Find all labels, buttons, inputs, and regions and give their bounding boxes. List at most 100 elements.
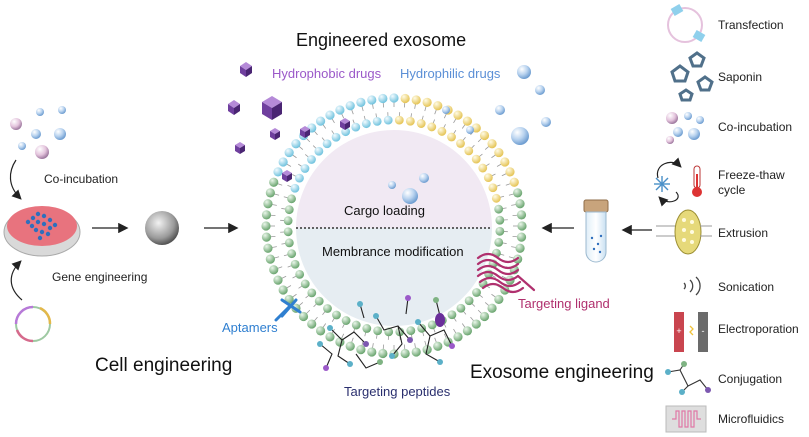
lipid-head-outer <box>400 93 410 104</box>
lipid-head-outer <box>315 116 326 126</box>
lipid-head-outer <box>265 254 275 264</box>
lipid-head-outer <box>516 232 527 242</box>
exosome-particle-icon <box>145 211 179 245</box>
lipid-head-inner <box>427 320 437 330</box>
lipid-head-inner <box>295 173 304 183</box>
lipid-head-outer <box>487 303 497 313</box>
lipid-head-inner <box>464 296 474 306</box>
lipid-head-outer <box>433 101 443 111</box>
lipid-head-outer <box>462 116 473 126</box>
lipid-head-inner <box>362 324 372 333</box>
lipid-head-outer <box>378 93 388 104</box>
lipid-head-outer <box>367 347 377 357</box>
lipid-bilayer <box>261 93 527 359</box>
hydrophobic-drug-cubes <box>228 62 350 182</box>
method-label-microfluidics: Microfluidics <box>718 412 785 426</box>
arrow-plasmid-to-dish <box>10 260 23 301</box>
lipid-head-inner <box>307 155 316 164</box>
lipid-head-outer <box>269 265 279 275</box>
lipid-head-outer <box>263 243 273 253</box>
lipid-head-outer <box>494 294 504 305</box>
lipid-head-inner <box>341 127 351 137</box>
lipid-head-inner <box>307 288 317 298</box>
lipid-head-outer <box>325 332 335 342</box>
lipid-head-outer <box>479 130 490 141</box>
lipid-head-outer <box>263 199 273 209</box>
lipid-head-inner <box>287 194 296 204</box>
lipid-head-inner <box>488 183 498 193</box>
targeting-ligand-protein <box>476 252 536 294</box>
arrow-co-incubation-to-dish <box>9 159 22 200</box>
lipid-head-outer <box>462 326 473 336</box>
lipid-head-outer <box>471 319 481 329</box>
targeting-peptides-label: Targeting peptides <box>344 384 451 399</box>
lipid-head-inner <box>478 163 488 173</box>
lipid-head-inner <box>383 115 393 125</box>
conjugation-icon <box>665 361 711 395</box>
microfluidics-icon <box>665 405 707 433</box>
sound-icon <box>683 276 701 296</box>
method-label-electroporation: Electroporation <box>718 322 799 336</box>
method-label-freeze-thaw: Freeze-thaw cycle <box>718 168 785 197</box>
lipid-head-inner <box>283 216 293 226</box>
lipid-head-outer <box>400 348 410 359</box>
lipid-head-inner <box>494 204 504 214</box>
lipid-head-inner <box>416 119 426 128</box>
lipid-head-inner <box>491 193 501 203</box>
lipid-head-outer <box>378 348 388 359</box>
lipid-head-outer <box>273 167 283 177</box>
lipid-head-outer <box>261 232 272 242</box>
lipid-head-outer <box>411 347 421 357</box>
co-incubation-label: Co-incubation <box>44 172 119 186</box>
lipid-head-inner <box>284 238 294 248</box>
lipid-head-inner <box>322 139 332 149</box>
lipid-head-inner <box>332 310 341 320</box>
lipid-head-outer <box>494 147 504 158</box>
lipid-head-outer <box>335 105 345 115</box>
lipid-head-inner <box>331 132 341 142</box>
lipid-head-outer <box>291 139 301 149</box>
electrode-icon: + - <box>674 312 708 352</box>
lipid-head-inner <box>300 279 310 289</box>
lipid-head-outer <box>433 341 443 351</box>
lipid-head-inner <box>456 139 465 148</box>
lipid-head-outer <box>356 97 366 107</box>
lipid-head-inner <box>287 249 297 259</box>
lipid-head-outer <box>513 188 523 198</box>
lipid-head-inner <box>290 259 300 269</box>
lipid-head-inner <box>483 173 493 183</box>
lipid-head-outer <box>356 345 366 355</box>
lipid-head-inner <box>456 303 466 313</box>
lipid-head-inner <box>471 154 481 164</box>
saponin-icon <box>670 51 714 102</box>
lipid-head-outer <box>278 157 288 167</box>
targeting-ligand-label: Targeting ligand <box>518 296 610 311</box>
lipid-head-outer <box>515 199 525 209</box>
lipid-head-inner <box>300 164 310 173</box>
aptamers-label: Aptamers <box>222 320 278 335</box>
gene-engineering-label: Gene engineering <box>52 270 148 284</box>
spheres-icon <box>666 112 704 144</box>
lipid-head-outer <box>269 177 279 187</box>
exosome-interior <box>296 130 492 326</box>
method-label-extrusion: Extrusion <box>718 226 769 240</box>
lipid-head-inner <box>290 183 300 193</box>
lipid-head-outer <box>517 221 527 231</box>
method-label-co-incubation: Co-incubation <box>718 120 793 134</box>
lipid-head-outer <box>515 243 525 253</box>
lipid-head-outer <box>345 101 355 111</box>
method-label-saponin: Saponin <box>718 70 763 84</box>
lipid-head-inner <box>447 310 457 320</box>
lipid-head-outer <box>500 157 510 167</box>
lipid-head-outer <box>487 139 497 149</box>
lipid-head-outer <box>284 147 294 158</box>
lipid-head-outer <box>516 210 527 220</box>
lipid-head-inner <box>341 316 351 325</box>
lipid-head-inner <box>372 116 382 126</box>
lipid-head-outer <box>422 97 432 107</box>
lipid-head-inner <box>323 304 332 313</box>
lipid-head-inner <box>295 269 305 279</box>
cell-engineering-heading: Cell engineering <box>95 355 233 376</box>
lipid-head-inner <box>472 288 481 297</box>
